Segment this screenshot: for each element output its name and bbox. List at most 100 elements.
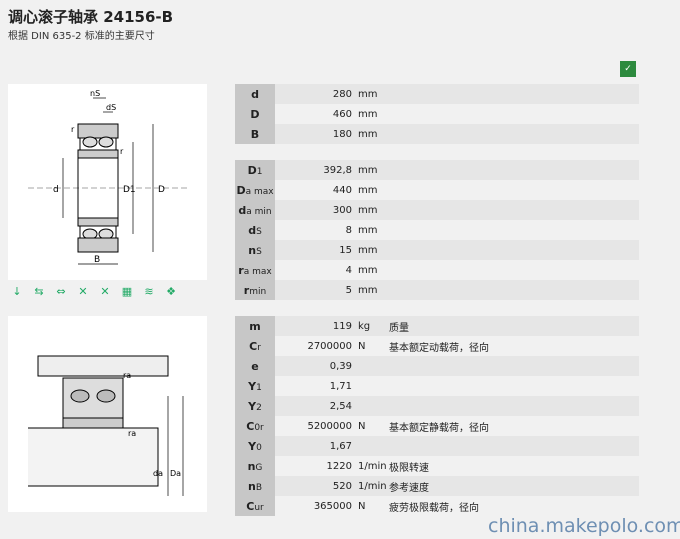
param-unit: mm: [358, 244, 378, 256]
feature-icon[interactable]: ❖: [166, 285, 176, 298]
feature-icon[interactable]: ↓: [12, 285, 22, 298]
table-row: d 280 mm: [235, 84, 639, 104]
feature-icon[interactable]: ⇆: [34, 285, 44, 298]
page-title: 调心滚子轴承 24156-B: [8, 8, 174, 26]
label-d: d: [53, 185, 59, 195]
feature-icon[interactable]: ✕: [100, 285, 110, 298]
feature-icon-bar: ↓ ⇆ ⇔ ✕ ✕ ▦ ≋ ❖: [8, 284, 180, 300]
param-unit: kg: [358, 320, 371, 332]
param-description: 疲劳极限载荷，径向: [389, 502, 479, 514]
label-D: D: [158, 185, 165, 195]
param-value: 280: [332, 88, 352, 100]
param-unit: mm: [358, 108, 378, 120]
param-value: 4: [345, 264, 352, 276]
bearing-dimension-drawing: nS dS r r d D1 D B: [8, 84, 207, 280]
param-value: 1,67: [329, 440, 352, 452]
bearing-section-svg: nS dS r r d D1 D B: [28, 89, 188, 265]
param-value: 1,71: [329, 380, 352, 392]
feature-icon[interactable]: ✕: [78, 285, 88, 298]
param-unit: 1/min: [358, 480, 387, 492]
param-unit: mm: [358, 128, 378, 140]
param-unit: mm: [358, 88, 378, 100]
param-value: 5: [345, 284, 352, 296]
param-unit: mm: [358, 184, 378, 196]
param-description: 基本额定静载荷，径向: [389, 422, 489, 434]
param-value: 392,8: [323, 164, 352, 176]
param-symbol: m: [235, 316, 275, 336]
param-value: 0,39: [329, 360, 352, 372]
param-unit: 1/min: [358, 460, 387, 472]
param-description: 质量: [389, 322, 409, 334]
param-value: 460: [332, 108, 352, 120]
param-value: 2,54: [329, 400, 352, 412]
param-value: 520: [332, 480, 352, 492]
param-unit: mm: [358, 204, 378, 216]
param-symbol: B: [235, 124, 275, 144]
param-value: 180: [332, 128, 352, 140]
label-ds: dS: [106, 103, 116, 112]
param-symbol: d: [235, 84, 275, 104]
mounting-section-svg: ra ra da Da: [28, 355, 184, 496]
watermark: china.makepolo.com: [488, 515, 680, 537]
param-description: 极限转速: [389, 462, 429, 474]
param-unit: N: [358, 340, 366, 352]
label-D1: D1: [123, 185, 136, 195]
param-symbol: e: [235, 356, 275, 376]
feature-icon[interactable]: ⇔: [56, 285, 66, 298]
feature-icon[interactable]: ▦: [121, 285, 133, 298]
param-value: 8: [345, 224, 352, 236]
param-value: 15: [339, 244, 352, 256]
param-value: 440: [332, 184, 352, 196]
label-da: da: [153, 469, 163, 478]
label-r1: r: [71, 125, 75, 134]
label-Da: Da: [170, 469, 181, 478]
param-unit: N: [358, 500, 366, 512]
param-unit: mm: [358, 264, 378, 276]
param-symbol: D: [235, 104, 275, 124]
param-description: 基本额定动载荷，径向: [389, 342, 489, 354]
param-value: 2700000: [307, 340, 352, 352]
table-row: e 0,39: [235, 356, 639, 376]
mounting-drawing: ra ra da Da: [8, 316, 207, 512]
feature-icon[interactable]: ≋: [144, 285, 154, 298]
param-value: 119: [332, 320, 352, 332]
param-unit: mm: [358, 284, 378, 296]
label-ra-lower: ra: [128, 429, 136, 438]
param-unit: mm: [358, 224, 378, 236]
label-r2: r: [120, 147, 124, 156]
param-value: 5200000: [307, 420, 352, 432]
eco-badge-icon[interactable]: ✓: [620, 61, 636, 77]
label-ns: nS: [90, 89, 100, 98]
label-B: B: [94, 255, 100, 265]
param-value: 1220: [326, 460, 352, 472]
param-unit: mm: [358, 164, 378, 176]
param-description: 参考速度: [389, 482, 429, 494]
